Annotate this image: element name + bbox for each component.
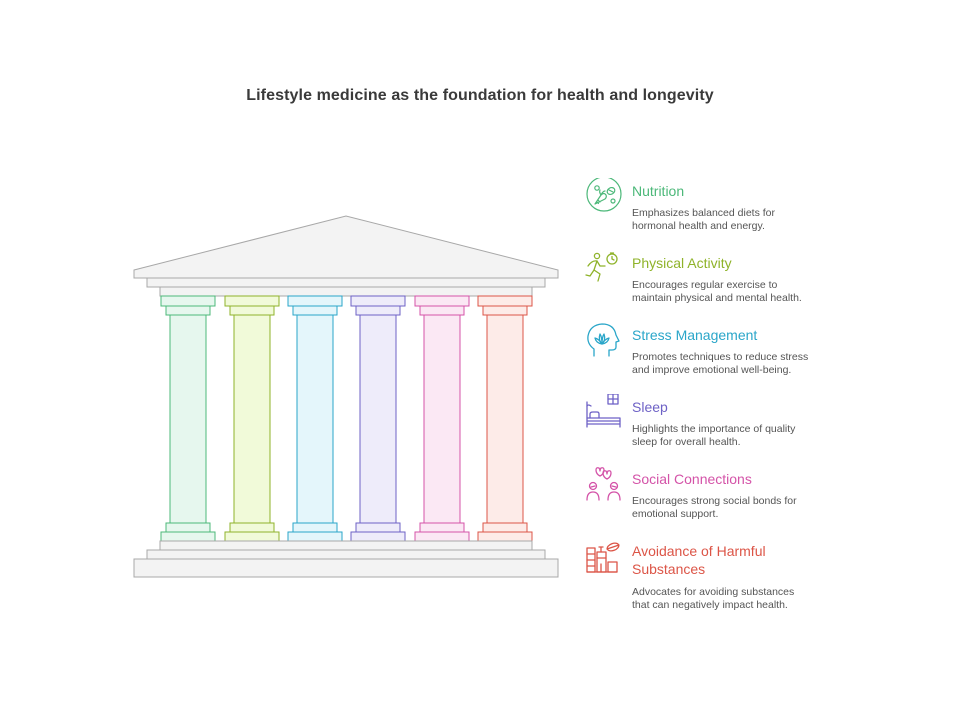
column-capital-bottom: [165, 305, 211, 316]
column-capital-top: [477, 295, 533, 307]
legend-description-line: Encourages strong social bonds for: [632, 495, 797, 507]
legend-description-line: maintain physical and mental health.: [632, 292, 802, 304]
page-title: Lifestyle medicine as the foundation for…: [246, 87, 714, 104]
no-substances-icon: [586, 542, 620, 573]
legend-description-line: hormonal health and energy.: [632, 220, 765, 232]
legend-description-line: Emphasizes balanced diets for: [632, 207, 775, 219]
column-capital-bottom: [482, 305, 528, 316]
column-base-top: [165, 522, 211, 533]
column-base-top: [229, 522, 275, 533]
pillar-legend: Nutrition Emphasizes balanced diets for …: [585, 0, 845, 720]
column-base-bottom: [160, 531, 216, 542]
column-base-top: [355, 522, 401, 533]
temple-step-upper: [146, 549, 546, 560]
column-base-top: [482, 522, 528, 533]
column-base-bottom: [414, 531, 470, 542]
fruit-icon: [586, 178, 622, 212]
legend-description-line: sleep for overall health.: [632, 436, 741, 448]
column-base-top: [292, 522, 338, 533]
column-capital-bottom: [292, 305, 338, 316]
column-base-top: [419, 522, 465, 533]
temple-entablature: [146, 277, 546, 288]
column-base-bottom: [287, 531, 343, 542]
legend-heading: Substances: [632, 561, 706, 577]
legend-description-line: Promotes techniques to reduce stress: [632, 351, 809, 363]
bed-icon: [586, 394, 621, 428]
legend-description-line: and improve emotional well-being.: [632, 364, 792, 376]
column-capital-bottom: [355, 305, 401, 316]
column-shaft: [233, 314, 271, 524]
temple-architrave: [159, 286, 533, 297]
column-base-bottom: [350, 531, 406, 542]
runner-stopwatch-icon: [585, 252, 618, 282]
head-lotus-icon: [587, 323, 620, 357]
column-capital-bottom: [229, 305, 275, 316]
legend-description-line: emotional support.: [632, 508, 719, 520]
legend-description-line: Highlights the importance of quality: [632, 423, 796, 435]
temple-roof: [133, 215, 559, 279]
column-capital-top: [224, 295, 280, 307]
people-hearts-icon: [586, 467, 621, 501]
legend-description-line: Encourages regular exercise to: [632, 279, 778, 291]
temple-step-lower: [133, 558, 559, 578]
column-shaft: [486, 314, 524, 524]
legend-heading: Stress Management: [632, 327, 758, 343]
column-capital-top: [350, 295, 406, 307]
legend-heading: Sleep: [632, 399, 668, 415]
column-shaft: [169, 314, 207, 524]
temple-columns: [160, 295, 533, 542]
column-base-bottom: [224, 531, 280, 542]
column-capital-top: [287, 295, 343, 307]
column-shaft: [359, 314, 397, 524]
legend-heading: Nutrition: [632, 183, 685, 199]
temple-stylobate: [159, 540, 533, 551]
column-capital-top: [414, 295, 470, 307]
legend-description-line: Advocates for avoiding substances: [632, 586, 795, 598]
legend-heading: Avoidance of Harmful: [632, 543, 766, 559]
legend-heading: Social Connections: [632, 471, 752, 487]
legend-heading: Physical Activity: [632, 255, 732, 271]
column-base-bottom: [477, 531, 533, 542]
column-capital-bottom: [419, 305, 465, 316]
column-shaft: [296, 314, 334, 524]
column-shaft: [423, 314, 461, 524]
column-capital-top: [160, 295, 216, 307]
legend-description-line: that can negatively impact health.: [632, 599, 788, 611]
